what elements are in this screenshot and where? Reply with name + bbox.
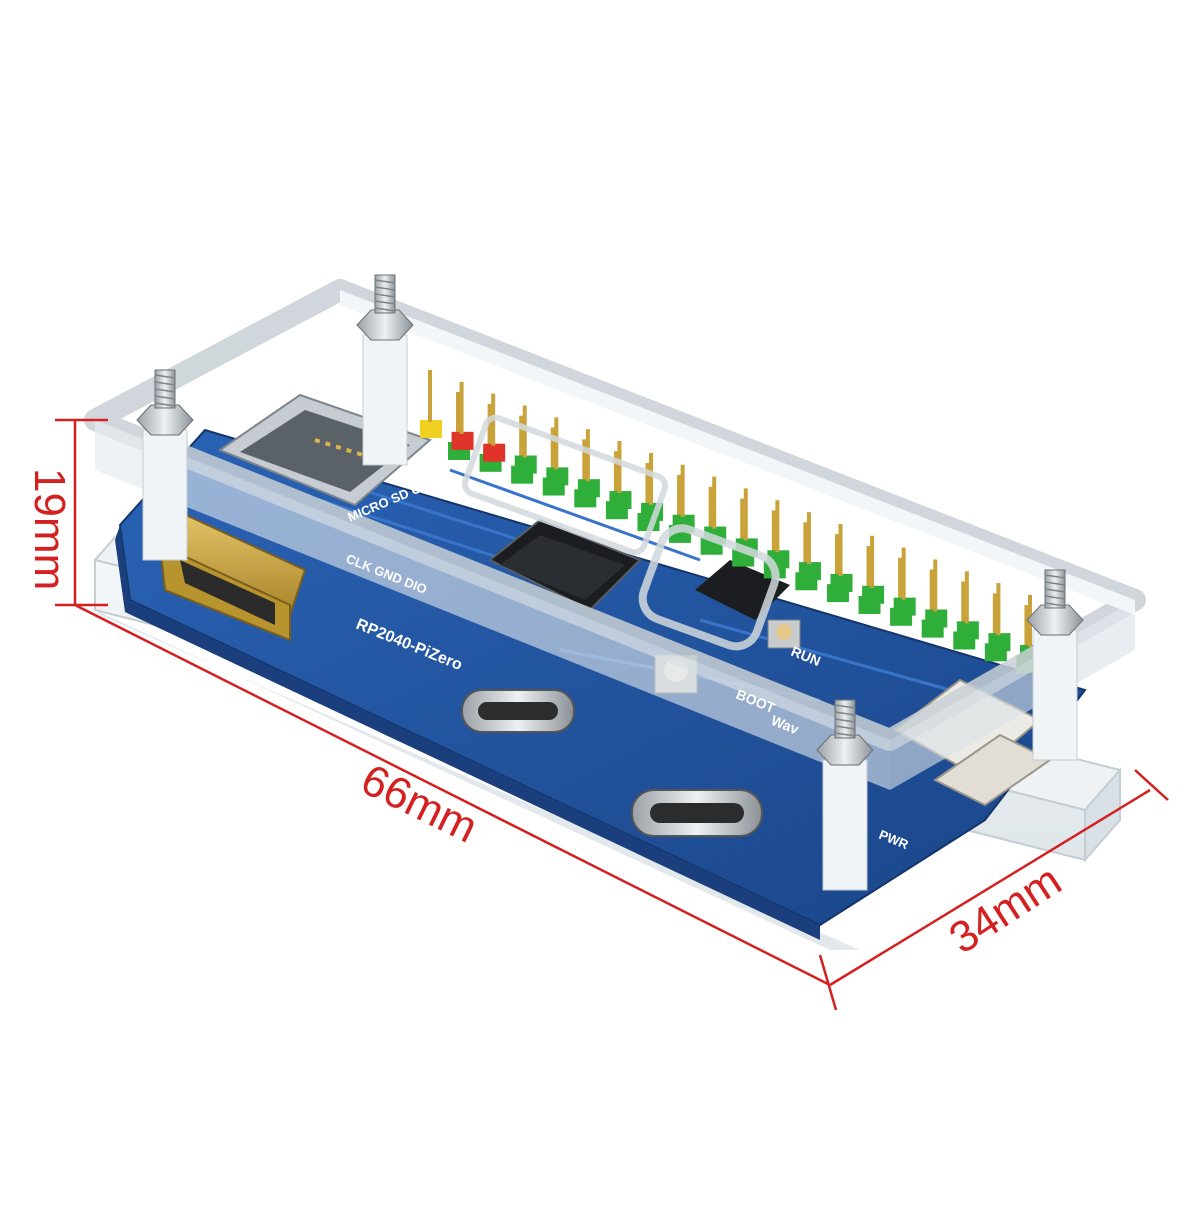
standoff-screw [1026,569,1084,761]
header-pin-block [546,467,569,486]
dimension-height: 19mm [25,418,108,607]
header-pin-block [420,420,442,438]
width-label: 34mm [941,856,1070,964]
header-pin-block [451,431,474,450]
run-button [767,619,801,649]
usb-c-port-1 [461,689,575,733]
header-pin-block [956,621,979,640]
header-pin-block [988,633,1011,652]
header-pin-block [609,491,632,510]
standoff-screw [356,274,414,466]
height-label: 19mm [25,468,74,590]
header-pin-block [483,443,506,462]
standoff-screw [136,369,194,561]
usb-c-port-2 [631,789,763,837]
standoff-screw [816,699,874,891]
header-pin-block [514,455,537,474]
header-pin-block [577,479,600,498]
mini-hdmi-port [153,508,307,642]
header-pin-block [862,585,885,604]
header-pin-block [798,562,821,581]
rp2040-chip [488,518,642,612]
header-pin-block [925,609,948,628]
header-pin-block [830,573,853,592]
header-pin-block [893,597,916,616]
